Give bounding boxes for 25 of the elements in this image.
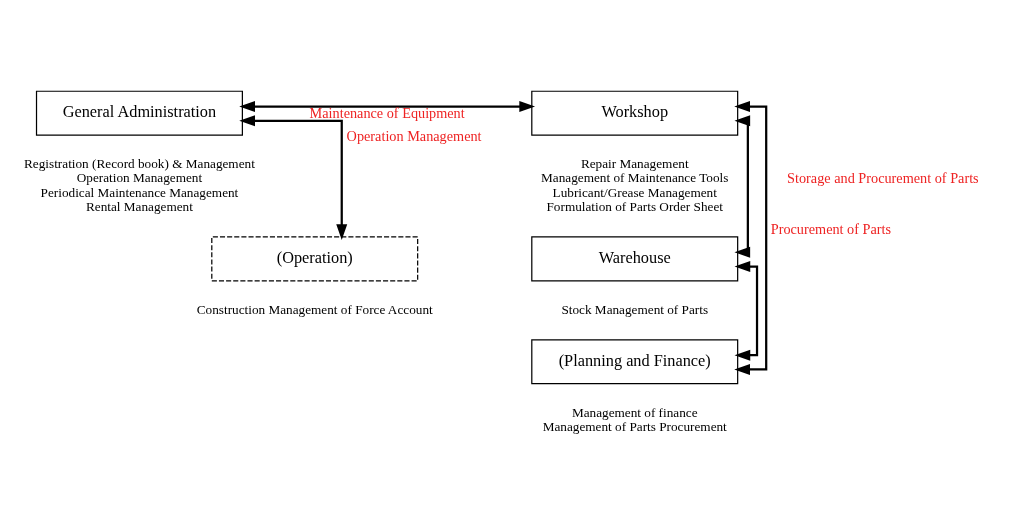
arrow [733,101,767,375]
node-label: Management of finance [571,404,698,420]
node-label: Lubricant/Grease Management [552,184,717,200]
node-label: Operation Management [76,170,202,186]
edge-label: Procurement of Parts [770,221,891,238]
node-box: (Planning and Finance) [530,339,738,385]
edge-label: Operation Management [346,127,482,144]
node-box: (Operation) [210,236,418,282]
node-label: Repair Management [580,156,689,172]
node-label: Registration (Record book) & Management [23,156,255,172]
arrow [238,101,535,113]
arrow [238,115,347,241]
edge-label: Storage and Procurement of Parts [786,169,979,186]
node-box: Warehouse [530,236,738,282]
node-label: Management of Parts Procurement [542,419,727,435]
node-label: Construction Management of Force Account [196,301,433,317]
node-box: Workshop [530,90,738,136]
node-label: Management of Maintenance Tools [540,170,728,186]
arrow [733,115,750,258]
node-label: Rental Management [85,198,193,214]
node-box: General Administration [35,90,243,136]
arrow [734,261,758,361]
edge-label: Maintenance of Equipment [309,104,465,121]
node-label: Periodical Maintenance Management [40,184,238,200]
node-label: Stock Management of Parts [560,301,708,317]
